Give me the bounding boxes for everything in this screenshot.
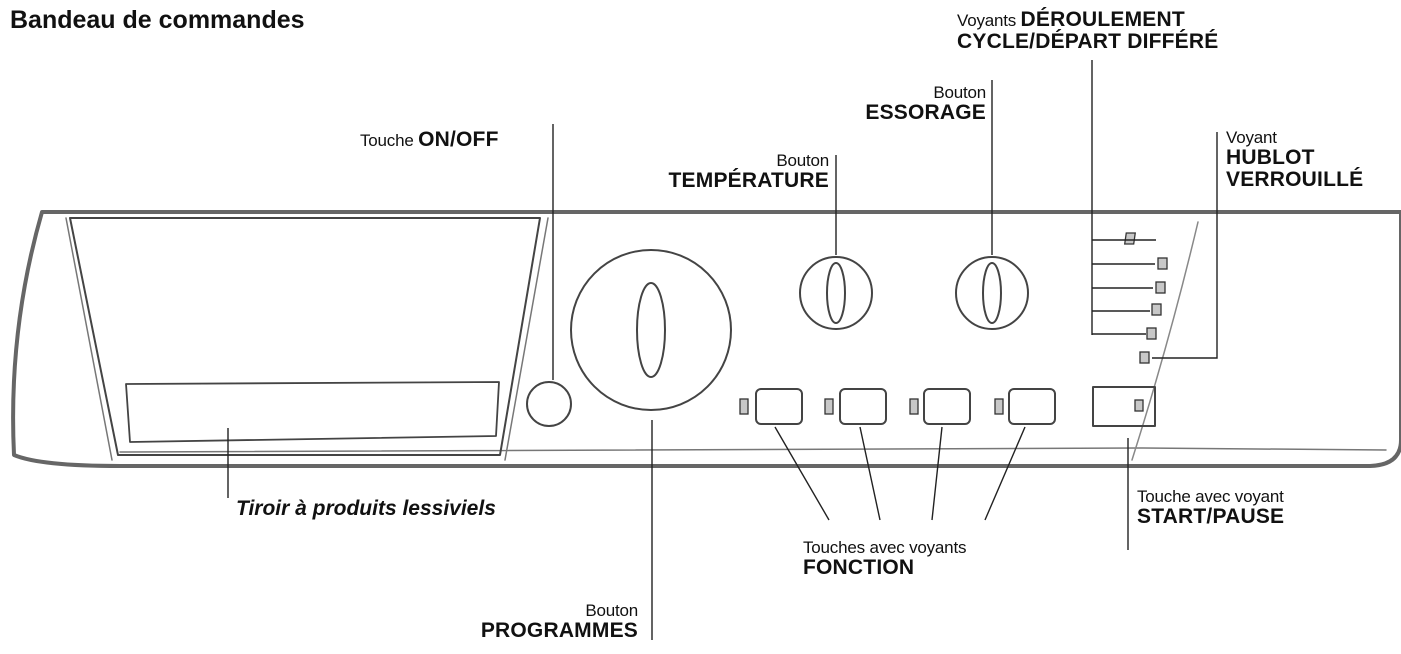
label-onoff-name: ON/OFF — [418, 128, 499, 151]
function-button-1 — [755, 388, 803, 425]
label-fonction-name: FONCTION — [803, 555, 915, 579]
label-deroulement-line2: CYCLE/DÉPART DIFFÉRÉ — [957, 30, 1219, 54]
label-onoff: Touche ON/OFF — [360, 128, 499, 151]
label-programmes-name: PROGRAMMES — [480, 618, 638, 642]
label-temperature-name: TEMPÉRATURE — [668, 168, 829, 192]
essorage-knob — [955, 256, 1029, 330]
function-button-3 — [923, 388, 971, 425]
label-hublot-line2: VERROUILLÉ — [1226, 167, 1364, 191]
cycle-led-5 — [1146, 327, 1157, 340]
label-deroulement: Voyants DÉROULEMENT CYCLE/DÉPART DIFFÉRÉ — [957, 8, 1219, 54]
label-deroulement-line1: DÉROULEMENT — [1020, 8, 1185, 31]
label-onoff-prefix: Touche — [360, 131, 414, 150]
function-button-4 — [1008, 388, 1056, 425]
label-startpause-name: START/PAUSE — [1137, 504, 1285, 528]
label-hublot: Voyant HUBLOT VERROUILLÉ — [1226, 129, 1363, 191]
door-lock-led — [1139, 351, 1150, 364]
label-essorage: Bouton ESSORAGE — [865, 84, 986, 124]
function-led-2 — [824, 398, 834, 415]
programmes-knob — [570, 249, 732, 411]
drawer-handle — [125, 381, 500, 443]
label-programmes-prefix: Bouton — [585, 601, 638, 620]
cycle-led-1 — [1123, 232, 1136, 245]
onoff-button — [526, 381, 572, 427]
label-temperature-prefix: Bouton — [776, 151, 829, 170]
start-pause-button — [1092, 386, 1156, 427]
diagram-title: Bandeau de commandes — [10, 6, 305, 34]
label-essorage-prefix: Bouton — [933, 83, 986, 102]
cycle-led-2 — [1157, 257, 1168, 270]
label-hublot-line1: HUBLOT — [1226, 145, 1315, 169]
cycle-led-3 — [1155, 281, 1166, 294]
label-fonction: Touches avec voyants FONCTION — [803, 539, 966, 579]
function-button-2 — [839, 388, 887, 425]
label-essorage-name: ESSORAGE — [865, 100, 986, 124]
label-temperature: Bouton TEMPÉRATURE — [668, 151, 830, 192]
temperature-knob — [799, 256, 873, 330]
function-led-3 — [909, 398, 919, 415]
label-startpause-prefix: Touche avec voyant — [1137, 487, 1284, 506]
label-tiroir: Tiroir à produits lessiviels — [236, 497, 496, 520]
detergent-drawer — [69, 217, 541, 456]
start-pause-led — [1134, 399, 1144, 412]
label-deroulement-prefix: Voyants — [957, 11, 1017, 30]
label-startpause: Touche avec voyant START/PAUSE — [1137, 488, 1284, 528]
panel-outline — [11, 210, 1401, 468]
cycle-led-4 — [1151, 303, 1162, 316]
function-led-1 — [739, 398, 749, 415]
function-led-4 — [994, 398, 1004, 415]
label-programmes: Bouton PROGRAMMES — [481, 602, 638, 642]
label-fonction-prefix: Touches avec voyants — [803, 538, 967, 557]
label-hublot-prefix: Voyant — [1226, 128, 1277, 147]
